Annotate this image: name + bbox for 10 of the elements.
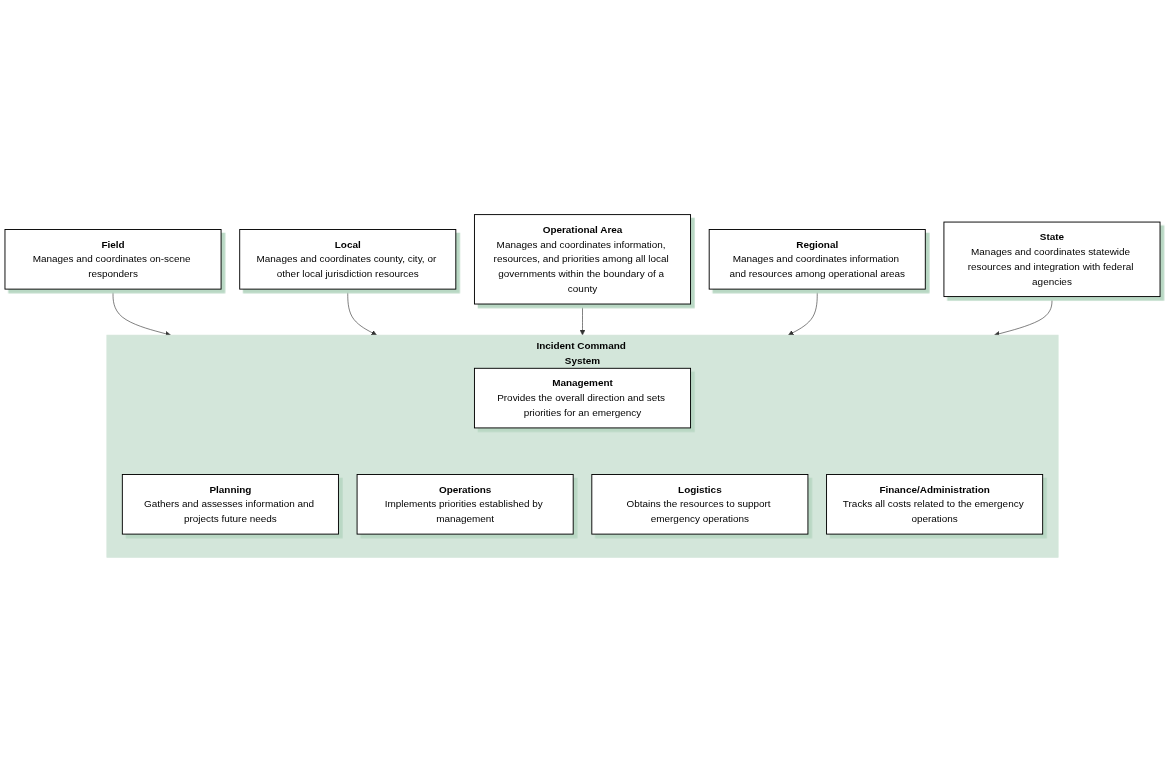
node-box: Field Manages and coordinates on-scene responders bbox=[4, 229, 222, 290]
node-box: Local Manages and coordinates county, city, or other local jurisdiction resources bbox=[239, 229, 457, 290]
node-box: Management Provides the overall direction and sets priorities for an emergency bbox=[474, 367, 691, 429]
node-box: Regional Manages and coordinates information and resources among operational areas bbox=[708, 229, 926, 290]
node-box: Logistics Obtains the resources to support emergency operations bbox=[591, 474, 809, 535]
node-box: State Manages and coordinates statewide resources and integration with federal agencies bbox=[943, 221, 1161, 298]
node-box: Finance/Administration Tracks all costs related to the emergency operations bbox=[826, 474, 1044, 535]
node-box: Operations Implements priorities established by management bbox=[356, 474, 574, 535]
node-box: Planning Gathers and assesses information and projects future needs bbox=[121, 474, 339, 535]
node-box: Operational Area Manages and coordinates information, resources, and priorities among all local governments within the boundary of a county bbox=[474, 214, 691, 305]
